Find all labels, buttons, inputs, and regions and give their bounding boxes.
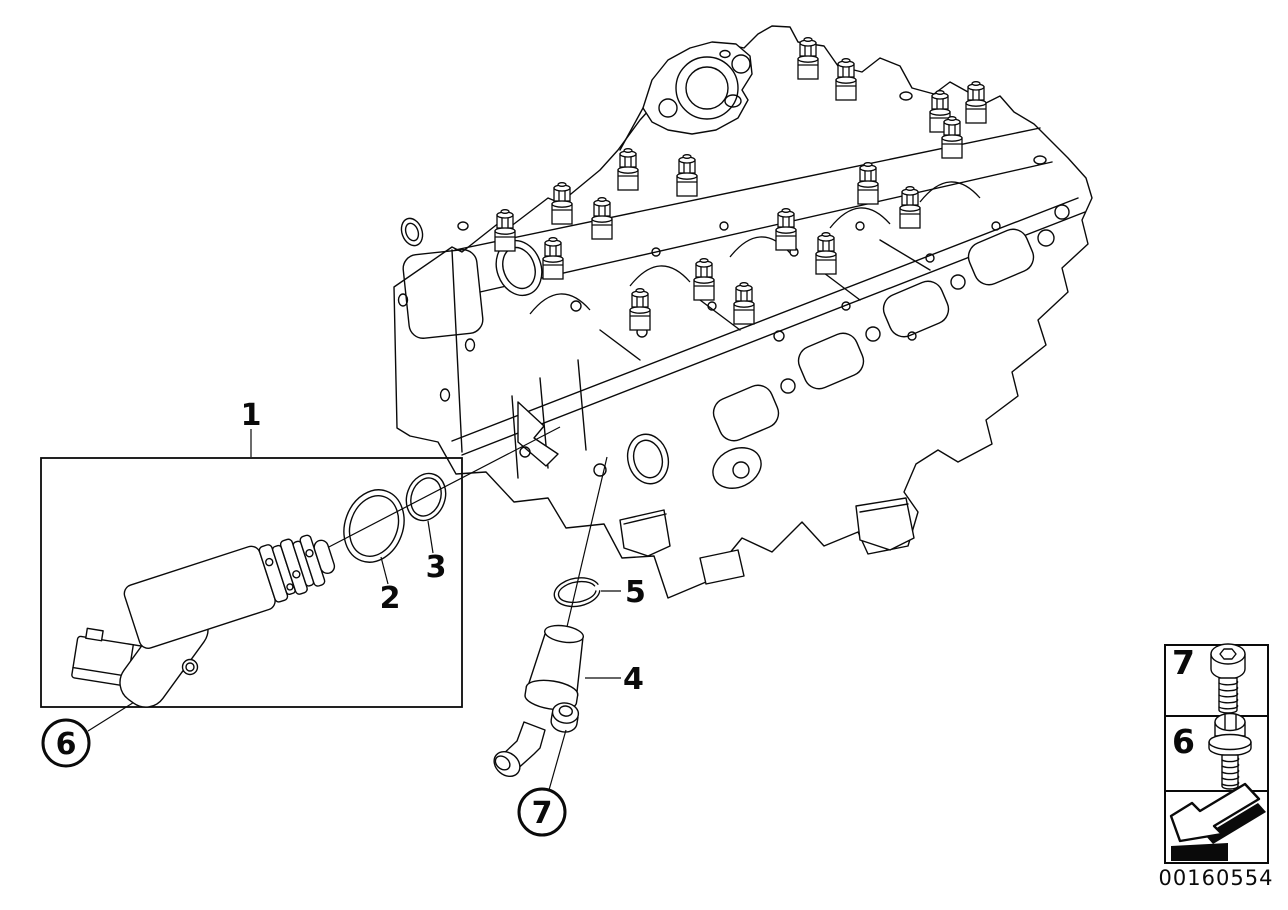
image-code: 00160554 bbox=[1159, 866, 1274, 890]
leader-line-part1-axis bbox=[324, 426, 561, 550]
callout-7[interactable]: 7 bbox=[517, 787, 567, 837]
callout-6-label: 6 bbox=[56, 727, 77, 762]
o-ring-2-drawing bbox=[343, 489, 405, 563]
leader-line-2 bbox=[380, 556, 389, 585]
installation-direction-arrow-icon bbox=[1169, 782, 1266, 861]
snap-ring-5-drawing bbox=[553, 577, 601, 608]
callout-5[interactable]: 5 bbox=[625, 575, 646, 610]
legend-panel: 7 6 bbox=[1164, 643, 1269, 864]
cylinder-head-drawing bbox=[393, 25, 1093, 599]
callout-7-label: 7 bbox=[532, 796, 553, 831]
callout-6[interactable]: 6 bbox=[41, 718, 91, 768]
callout-2[interactable]: 2 bbox=[380, 581, 401, 616]
part-group-box bbox=[40, 457, 463, 708]
legend-label-7: 7 bbox=[1172, 643, 1195, 682]
socket-head-cap-screw-icon bbox=[1210, 643, 1246, 714]
hex-flange-bolt-icon bbox=[1208, 712, 1252, 790]
camshaft-sensor-drawing bbox=[493, 624, 585, 778]
callout-1[interactable]: 1 bbox=[241, 398, 262, 433]
o-ring-3-drawing bbox=[405, 472, 447, 522]
vanos-solenoid-drawing bbox=[71, 534, 336, 708]
leader-line-7 bbox=[548, 729, 567, 791]
callout-3[interactable]: 3 bbox=[426, 550, 447, 585]
callout-4[interactable]: 4 bbox=[623, 662, 644, 697]
legend-label-6: 6 bbox=[1172, 722, 1195, 761]
leader-line-3 bbox=[427, 520, 434, 554]
